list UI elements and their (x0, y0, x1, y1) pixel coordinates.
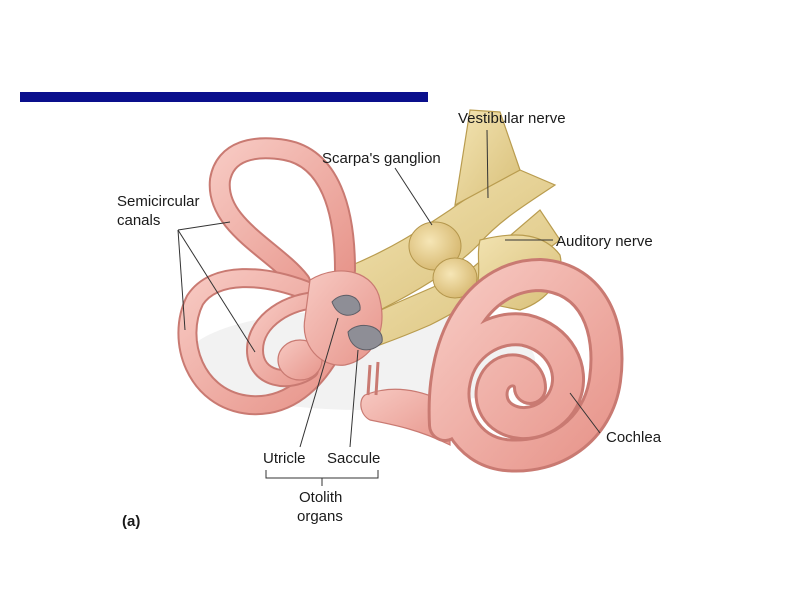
label-utricle: Utricle (263, 450, 306, 467)
label-semicircular-canals-line1: Semicircular (117, 193, 200, 210)
saccule-otolith (347, 324, 383, 351)
label-auditory-nerve: Auditory nerve (556, 233, 653, 250)
label-semicircular-canals-line2: canals (117, 212, 161, 229)
label-cochlea: Cochlea (606, 429, 662, 446)
label-vestibular-nerve: Vestibular nerve (458, 110, 566, 127)
cochlea (427, 257, 624, 473)
label-scarpas-ganglion: Scarpa's ganglion (322, 150, 441, 167)
panel-label: (a) (122, 513, 141, 530)
utricle-otolith (331, 294, 361, 316)
label-otolith-line1: Otolith (299, 489, 343, 506)
vestibule (303, 270, 383, 366)
scarpas-ganglion (408, 221, 478, 299)
title-bar (20, 92, 428, 102)
leader-lines (177, 129, 601, 486)
semicircular-canals (177, 137, 356, 416)
label-saccule: Saccule (327, 450, 381, 467)
label-otolith-line2: organs (297, 508, 343, 525)
